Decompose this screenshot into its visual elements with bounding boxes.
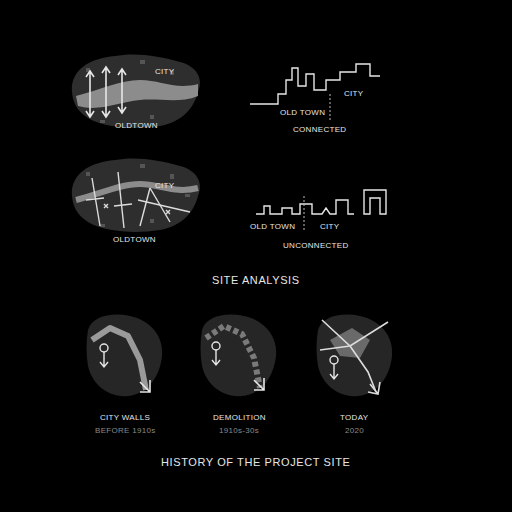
phase-label: DEMOLITION bbox=[213, 414, 266, 422]
illustration-shape bbox=[86, 71, 94, 117]
district-label: OLD TOWN bbox=[250, 223, 295, 231]
illustration-shape bbox=[250, 64, 380, 104]
illustration-shape bbox=[138, 200, 190, 212]
illustration-shape bbox=[350, 346, 376, 392]
city-map bbox=[72, 158, 200, 232]
illustration-shape bbox=[304, 196, 305, 232]
phase-label: CITY WALLS bbox=[100, 414, 150, 422]
illustration-shape bbox=[86, 198, 132, 206]
district-label: OLD TOWN bbox=[280, 109, 325, 117]
illustration-shape bbox=[322, 320, 388, 346]
state-label: UNCONNECTED bbox=[283, 242, 349, 250]
illustration-shape bbox=[72, 54, 200, 128]
illustration-shape bbox=[86, 164, 190, 227]
illustration-shape bbox=[201, 315, 277, 397]
illustration-shape bbox=[140, 380, 150, 392]
illustration-shape bbox=[254, 378, 264, 390]
illustration-shape bbox=[86, 67, 126, 117]
illustration-shape bbox=[364, 190, 386, 214]
district-label: OLDTOWN bbox=[113, 236, 156, 244]
illustration-shape bbox=[86, 172, 190, 228]
phase-date: BEFORE 1910s bbox=[95, 427, 156, 435]
history-map bbox=[317, 315, 393, 397]
illustration-shape bbox=[212, 350, 220, 365]
illustration-shape bbox=[368, 382, 380, 394]
illustration-shape bbox=[72, 158, 200, 232]
illustration-shape bbox=[320, 346, 350, 350]
section-heading: SITE ANALYSIS bbox=[212, 275, 300, 286]
illustration-shape bbox=[100, 344, 108, 352]
history-map bbox=[87, 315, 163, 397]
district-label: CITY bbox=[155, 182, 174, 190]
history-map bbox=[201, 315, 277, 397]
illustration-shape bbox=[212, 342, 220, 350]
district-label: OLDTOWN bbox=[115, 122, 158, 130]
phase-date: 2020 bbox=[345, 427, 364, 435]
illustration-shape bbox=[92, 178, 100, 226]
district-label: CITY bbox=[344, 90, 363, 98]
illustration-shape bbox=[140, 188, 150, 226]
city-map bbox=[72, 54, 200, 128]
phase-label: TODAY bbox=[340, 414, 368, 422]
phase-date: 1910s-30s bbox=[219, 427, 259, 435]
illustration-shape bbox=[330, 356, 338, 364]
district-label: CITY bbox=[155, 68, 174, 76]
illustration-shape bbox=[330, 94, 331, 120]
illustration-shape bbox=[206, 326, 260, 388]
illustration-shape bbox=[87, 315, 163, 397]
section-heading: HISTORY OF THE PROJECT SITE bbox=[161, 457, 350, 468]
illustration-shape bbox=[320, 320, 388, 394]
illustration-shape bbox=[92, 328, 146, 390]
illustration-shape bbox=[118, 172, 124, 228]
state-label: CONNECTED bbox=[293, 126, 346, 134]
illustration-shape bbox=[317, 315, 393, 397]
connected-skyline bbox=[250, 64, 380, 120]
illustration-shape bbox=[100, 352, 108, 367]
illustration-shape bbox=[104, 204, 170, 214]
district-label: CITY bbox=[320, 223, 339, 231]
illustration-shape bbox=[102, 67, 110, 117]
illustration-shape bbox=[330, 364, 338, 379]
illustration-shape bbox=[118, 69, 126, 113]
illustration-shape bbox=[256, 200, 354, 214]
illustration-shape bbox=[76, 80, 198, 108]
